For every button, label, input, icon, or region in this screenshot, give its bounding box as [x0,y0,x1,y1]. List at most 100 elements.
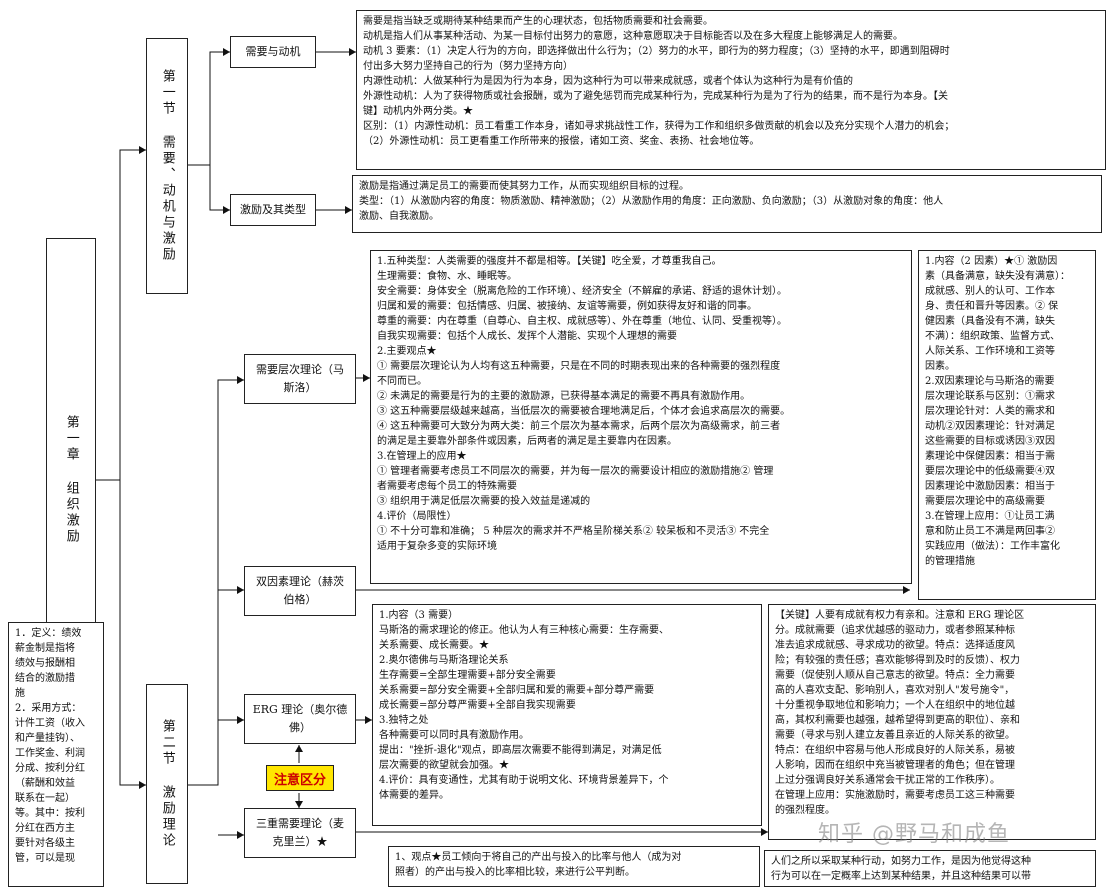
content-line: 素理论中保健因素：相当于需 [925,451,1055,462]
content-line: 健因素（具备没有不满，缺失 [925,316,1055,327]
content-line: 激励是指通过满足员工的需要而使其努力工作，从而实现组织目标的过程。 [359,181,689,192]
node-maslow-label: 需要层次理论（马斯洛） [256,363,344,394]
content-line: 各种需要可以同时具有激励作用。 [379,730,529,741]
node-need-motive-label: 需要与动机 [245,45,301,59]
content-line: 绩效与报酬相 [15,658,75,669]
content-line: （2）外源性动机：员工更看重工作所带来的报偿，诸如工资、奖金、表扬、社会地位等。 [363,136,760,147]
content-line: 这些需要的目标或诱因③双因 [925,436,1055,447]
content-line: 在管理上应用：实施激励时，需要考虑员工这三种需要 [775,790,1015,801]
mcclelland-content: 【关键】人要有成就有权力有亲和。注意和 ERG 理论区分。成就需要（追求优越感的… [768,604,1096,840]
content-line: 2.双因素理论与马斯洛的需要 [925,376,1055,387]
content-line: 3.独特之处 [379,715,429,726]
attention-badge: 注意区分 [266,765,334,791]
content-line: 层次理论针对：人类的需求和 [925,406,1055,417]
content-line: ① 不十分可靠和准确； 5 种层次的需求并不严格呈阶梯关系② 较呆板和不灵活③ … [377,526,770,537]
content-line: 施 [15,688,25,699]
content-line: 区别：（1）内源性动机：员工看重工作本身，诸如寻求挑战性工作，获得为工作和组织多… [363,121,955,132]
content-line: 联系在一起） [15,793,75,804]
content-line: 动机 3 要素：（1）决定人行为的方向，即选择做出什么行为；（2）努力的水平，即… [363,46,950,57]
content-line: 需要（寻求与别人建立友善且亲近的人际关系的欲望。 [775,730,1015,741]
content-line: 分成、按利分红 [15,763,85,774]
content-line: 的满足是主要靠外部条件或因素，后两者的满足是主要靠内在因素。 [377,436,677,447]
content-line: 高，其权利需要也越强，越希望得到更高的职位）、亲和 [775,715,1020,726]
node-mcclelland[interactable]: 三重需要理论（麦克里兰）★ [244,808,356,858]
erg-content: 1.内容（3 需要） 马斯洛的需求理论的修正。他认为人有三种核心需要：生存需要、关… [372,604,762,826]
content-line: 激励、自我激励。 [359,211,439,222]
content-line: ② 未满足的需要是行为的主要的激励源，已获得基本满足的需要不再具有激励作用。 [377,391,751,402]
content-line: 人影响，因而在组织中充当被管理者的角色；但在管理 [775,760,1015,771]
content-line: ④ 这五种需要可大致分为两大类：前三个层次为基本需求，后两个层次为高级需求，前三… [377,421,781,432]
node-erg[interactable]: ERG 理论（奥尔德佛） [244,694,356,744]
incentive-types-content: 激励是指通过满足员工的需要而使其努力工作，从而实现组织目标的过程。类型：（1）从… [352,175,1102,233]
content-line: 外源性动机：人为了获得物质或社会报酬，或为了避免惩罚而完成某种行为，完成某种行为… [363,91,948,102]
content-line: 特点：在组织中容易与他人形成良好的人际关系，易被 [775,745,1015,756]
watermark-text: 知乎 @野马和成鱼 [818,822,1010,847]
content-line: 者需要考虑每个员工的特殊需要 [377,481,517,492]
content-line: 动机②双因素理论：针对满足 [925,421,1055,432]
section-one-label: 第一节 需要、动机与激励 [159,69,175,263]
node-herzberg[interactable]: 双因素理论（赫茨伯格） [244,566,356,616]
content-line: ③ 组织用于满足低层次需要的投入效益是递减的 [377,496,591,507]
content-line: 提出："挫折-退化"观点，即高层次需要不能得到满足，对满足低 [379,745,662,756]
content-line: 管，可以是现 [15,853,75,864]
content-line: 付出多大努力坚持自己的行为（努力坚持方向） [363,61,573,72]
content-line: （薪酬和效益 [15,778,75,789]
content-line: 人们之所以采取某种行动，如努力工作，是因为他觉得这种 [771,856,1031,867]
content-line: 生存需要=全部生理需要+部分安全需要 [379,670,556,681]
node-maslow[interactable]: 需要层次理论（马斯洛） [244,354,356,404]
content-line: 工作奖金、利润 [15,748,85,759]
maslow-content: 1.五种类型：人类需要的强度并不都是相等。【关键】吃全爱，才尊重我自己。生理需要… [370,250,912,584]
content-line: 2.奥尔德佛与马斯洛理论关系 [379,655,509,666]
content-line: 自我实现需要：包括个人成长、发挥个人潜能、实现个人理想的需要 [377,331,677,342]
content-line: 十分重视争取地位和影响力；一个人在组织中的地位越 [775,700,1015,711]
node-incentive-types-label: 激励及其类型 [240,203,306,217]
content-line: 身、责任和晋升等因素。② 保 [925,301,1059,312]
content-line: 生理需要：食物、水、睡眠等。 [377,271,517,282]
content-line: 键】动机内外两分类。★ [363,106,473,117]
content-line: 成就感、别人的认可、工作本 [925,286,1055,297]
chapter-label: 第一章 组织激励 [63,415,79,545]
content-line: 体需要的差异。 [379,790,449,801]
content-line: 的管理措施 [925,556,975,567]
content-line: 要层次理论中的低级需要④双 [925,466,1055,477]
content-line: 内源性动机：人做某种行为是因为行为本身，因为这种行为可以带来成就感，或者个体认为… [363,76,853,87]
content-line: 人际关系、工作环境和工资等 [925,346,1055,357]
content-line: 意和防止员工不满是两回事② [925,526,1055,537]
content-line: 马斯洛的需求理论的修正。他认为人有三种核心需要：生存需要、 [379,625,669,636]
content-line: 准去追求成就感、寻求成功的欲望。特点：选择适度风 [775,640,1015,651]
content-line: 上过分强调良好关系通常会干扰正常的工作秩序）。 [775,775,1000,786]
content-line: 要针对各级主 [15,838,75,849]
herzberg-content: 1.内容（2 因素）★① 激励因素（具备满意，缺失没有满意）：成就感、别人的认可… [918,250,1096,600]
content-line: 行为可以在一定概率上达到某种结果，并且这种结果可以带 [771,871,1031,882]
content-line: 1.内容（3 需要） [379,610,459,621]
content-line: 需要是指当缺乏或期待某种结果而产生的心理状态，包括物质需要和社会需要。 [363,16,713,27]
content-line: 【关键】人要有成就有权力有亲和。注意和 ERG 理论区 [775,610,1025,621]
content-line: ① 管理者需要考虑员工不同层次的需要，并为每一层次的需要设计相应的激励措施② 管… [377,466,774,477]
content-line: 关系需要=部分安全需要+全部归属和爱的需要+部分尊严需要 [379,685,655,696]
content-line: 类型：（1）从激励内容的角度：物质激励、精神激励；（2）从激励作用的角度：正向激… [359,196,944,207]
content-line: 1.内容（2 因素）★① 激励因 [925,256,1058,267]
attention-label: 注意区分 [273,772,326,788]
content-line: 照者）的产出与投入的比率相比较，来进行公平判断。 [395,867,635,878]
node-incentive-types[interactable]: 激励及其类型 [230,194,316,226]
node-need-motive[interactable]: 需要与动机 [230,36,316,68]
content-line: 尊重的需要：内在尊重（自尊心、自主权、成就感等）、外在尊重（地位、认同、受重视等… [377,316,787,327]
content-line: 3.在管理上的应用★ [377,451,467,462]
content-line: 2.主要观点★ [377,346,437,357]
content-line: 不同而已。 [377,376,427,387]
content-line: 关系需要、成长需要。★ [379,640,489,651]
content-line: 需要（促使别人顺从自己意志的欲望。特点：全力需要 [775,670,1015,681]
content-line: 成长需要=部分尊严需要+全部自我实现需要 [379,700,576,711]
content-line: 1．定义：绩效 [15,628,82,639]
content-line: 层次理论联系与区别：①需求 [925,391,1055,402]
content-line: 安全需要：身体安全（脱离危险的工作环境）、经济安全（不解雇的承诺、舒适的退休计划… [377,286,787,297]
section-one-box: 第一节 需要、动机与激励 [146,38,188,294]
content-line: 层次需要的欲望就会加强。★ [379,760,509,771]
content-line: 险；有较强的责任感；喜欢能够得到及时的反馈）、权力 [775,655,1020,666]
content-line: 的强烈程度。 [775,805,835,816]
section-two-label: 第二节 激励理论 [159,719,175,849]
content-line: 实践应用（做法）：工作丰富化 [925,541,1060,552]
content-line: 1.五种类型：人类需要的强度并不都是相等。【关键】吃全爱，才尊重我自己。 [377,256,722,267]
content-line: 计件工资（收入 [15,718,85,729]
content-line: 不满）：组织政策、监督方式、 [925,331,1060,342]
